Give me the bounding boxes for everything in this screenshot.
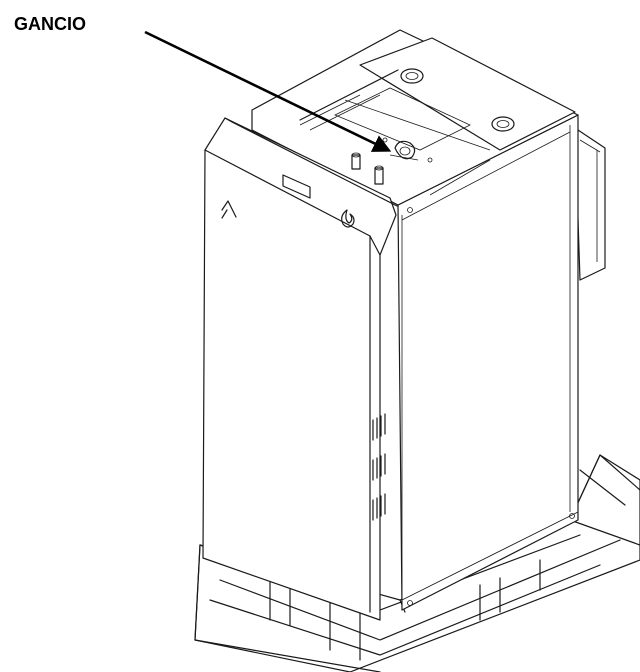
rear-box: [574, 127, 606, 281]
right-side-panel: [397, 114, 579, 611]
gancio-label: GANCIO: [14, 14, 86, 34]
hook: [389, 140, 419, 161]
top-surface: [251, 29, 579, 206]
front-cover: [202, 117, 398, 621]
vent-slots: [372, 413, 386, 521]
pointer-arrow: [144, 30, 392, 152]
